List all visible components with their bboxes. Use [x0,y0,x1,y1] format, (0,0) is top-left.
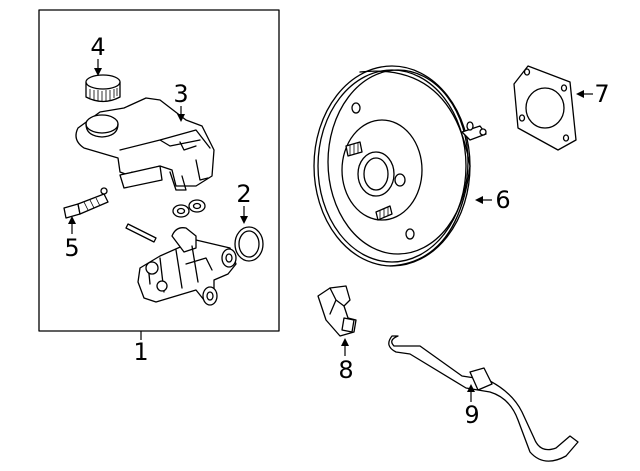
reservoir-cap [85,74,121,103]
callout-7: 7 [594,80,609,108]
master-cylinder [137,227,237,306]
callout-5: 5 [64,234,79,262]
callout-8: 8 [338,356,353,384]
fluid-level-sensor [63,187,109,219]
o-ring [234,226,264,262]
vacuum-sensor [317,285,357,337]
assembly-box [38,9,280,332]
grommets [172,199,206,218]
callout-6: 6 [495,186,510,214]
callout-3: 3 [173,80,188,108]
callout-4: 4 [90,33,105,61]
brake-booster [313,65,487,267]
brake-fluid-reservoir [75,97,215,191]
booster-gasket [513,65,577,151]
callout-2: 2 [236,180,251,208]
callout-1: 1 [133,338,148,366]
callout-arrows [68,59,593,402]
vacuum-hose [388,335,579,462]
pin [125,223,157,243]
callout-9: 9 [464,401,479,429]
